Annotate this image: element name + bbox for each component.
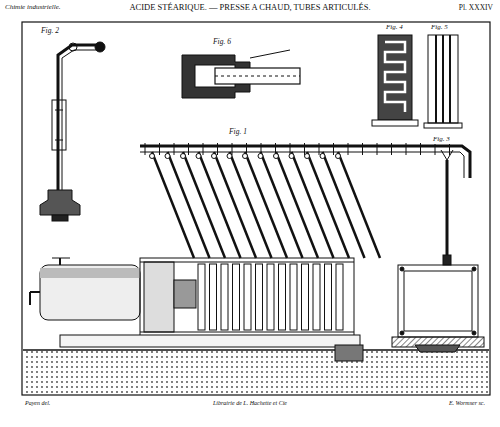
- fig3-press-section: [392, 150, 484, 352]
- fig5-tubes: [424, 35, 462, 128]
- plate-label: Librairie de L. Hachette et Cie: [212, 400, 288, 407]
- fig6-joint: [182, 50, 300, 98]
- plate-label: Fig. 2: [40, 27, 60, 35]
- plate-label: Fig. 3: [432, 136, 451, 144]
- plate-label: Pl. XXXIV: [458, 4, 494, 12]
- articulated-tubes: [150, 152, 381, 258]
- plate-label: Fig. 4: [385, 24, 404, 32]
- plate-label: E. Wormser sc.: [448, 400, 486, 407]
- fig1-press: [30, 258, 363, 361]
- plate-label: Payen del.: [24, 400, 51, 407]
- plate-label: Fig. 6: [212, 38, 232, 46]
- fig4-coil: [372, 35, 418, 126]
- plate-label: Chimie industrielle.: [4, 4, 62, 12]
- plate-label: Fig. 5: [430, 24, 449, 32]
- ground: [23, 350, 489, 394]
- plate-title: ACIDE STÉARIQUE. — PRESSE A CHAUD, TUBES…: [128, 3, 371, 12]
- fig1-manifold: [140, 143, 470, 178]
- frame: [22, 22, 490, 395]
- plate-label: Fig. 1: [228, 128, 248, 136]
- fig2-pipe: [40, 42, 105, 221]
